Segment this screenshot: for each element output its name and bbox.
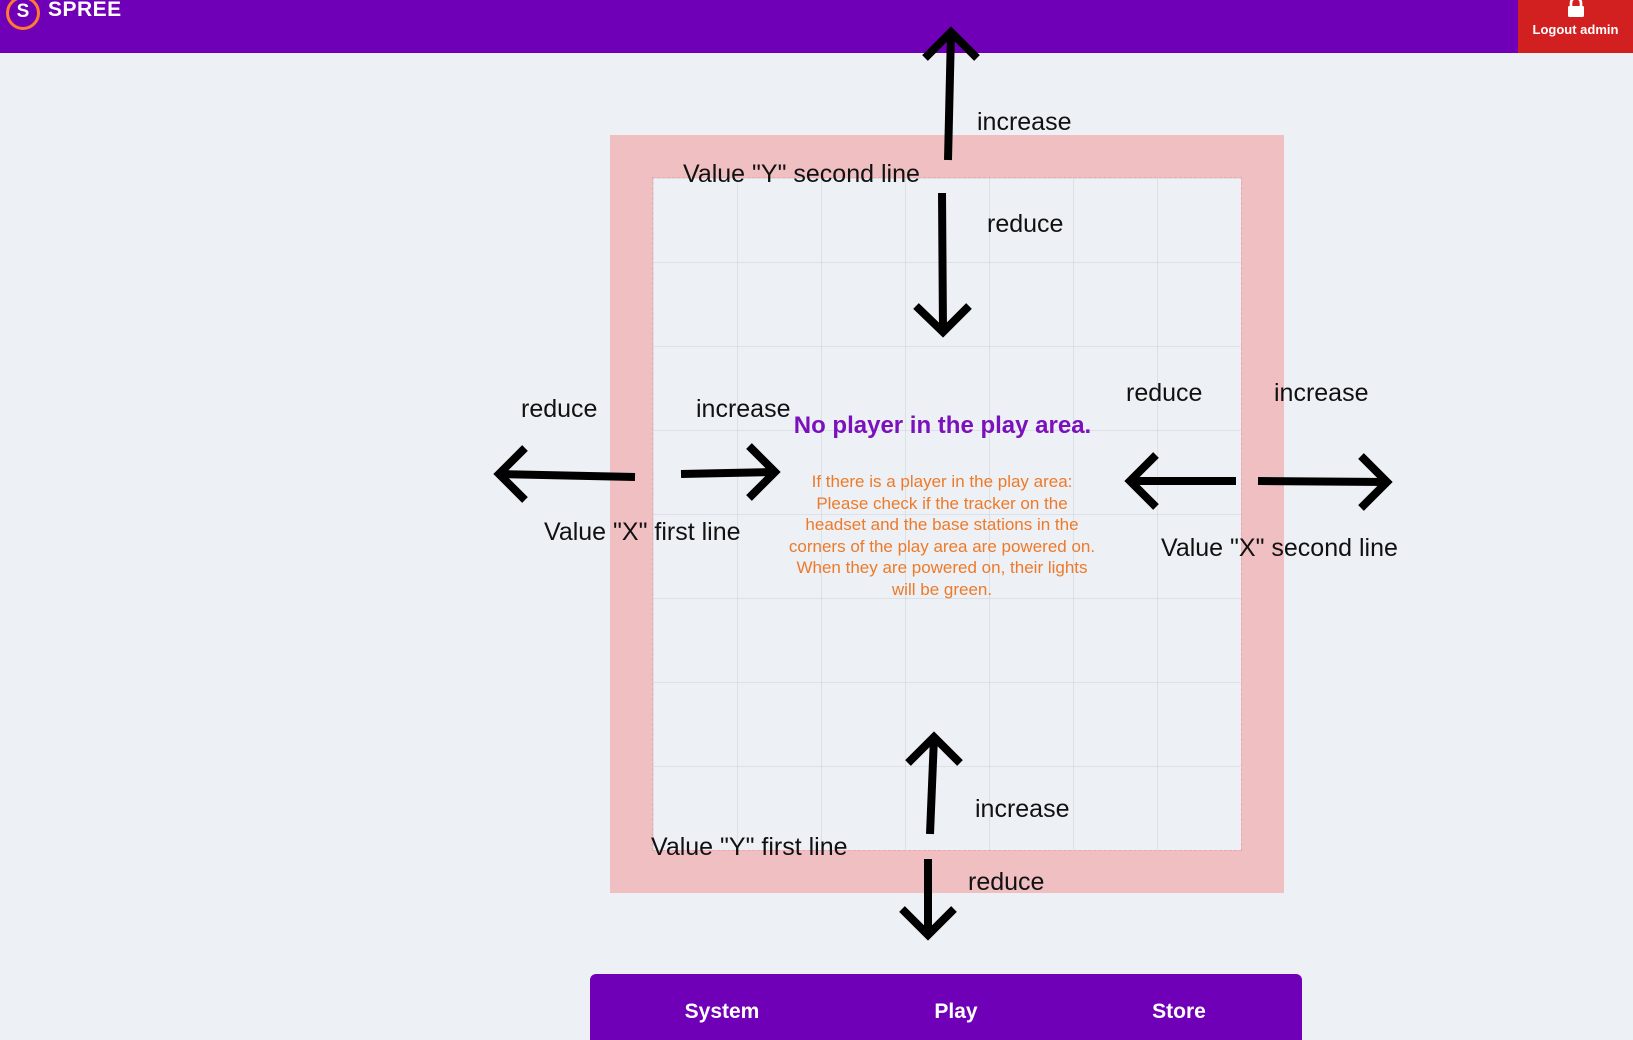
top-reduce-label: reduce xyxy=(987,210,1064,238)
info-line: If there is a player in the play area: xyxy=(811,472,1073,491)
logout-label: Logout admin xyxy=(1532,22,1619,37)
play-area xyxy=(652,177,1242,851)
info-line: will be green. xyxy=(891,579,993,599)
no-player-message: No player in the play area. xyxy=(793,412,1092,439)
info-line: corners of the play area are powered on. xyxy=(788,536,1096,556)
top-bar: S SPREE Logout admin xyxy=(0,0,1633,53)
logout-button[interactable]: Logout admin xyxy=(1518,0,1633,53)
arrow-bottom-down-icon xyxy=(899,859,957,941)
info-line: When they are powered on, their lights xyxy=(796,558,1088,578)
y-second-line-label: Value "Y" second line xyxy=(683,160,920,188)
arrow-top-down-icon xyxy=(913,192,972,338)
arrow-right-inward-icon xyxy=(1124,452,1236,510)
lock-icon xyxy=(1568,0,1584,17)
arrow-bottom-up-icon xyxy=(905,731,963,835)
nav-play[interactable]: Play xyxy=(934,1000,978,1023)
arrow-top-up-icon xyxy=(922,26,980,161)
right-reduce-label: reduce xyxy=(1126,379,1203,407)
nav-store[interactable]: Store xyxy=(1152,1000,1206,1023)
y-first-line-label: Value "Y" first line xyxy=(651,833,848,861)
left-increase-label: increase xyxy=(696,395,791,423)
top-increase-label: increase xyxy=(977,108,1072,136)
right-increase-label: increase xyxy=(1274,379,1369,407)
left-reduce-label: reduce xyxy=(521,395,598,423)
bottom-increase-label: increase xyxy=(975,795,1070,823)
arrow-left-outward-icon xyxy=(493,445,636,503)
player-info-text: If there is a player in the play area: P… xyxy=(747,471,1137,601)
logo-text: SPREE xyxy=(48,0,122,21)
bottom-nav: System Play Store xyxy=(590,974,1302,1040)
nav-system[interactable]: System xyxy=(684,1000,760,1023)
logo: S SPREE xyxy=(6,0,122,30)
info-line: Please check if the tracker on the xyxy=(816,493,1068,513)
bottom-reduce-label: reduce xyxy=(968,868,1045,896)
logo-badge: S xyxy=(6,0,40,30)
x-first-line-label: Value "X" first line xyxy=(544,518,741,546)
x-second-line-label: Value "X" second line xyxy=(1161,534,1398,562)
arrow-right-outward-icon xyxy=(1257,453,1393,511)
info-line: headset and the base stations in the xyxy=(805,515,1079,535)
arrow-left-inward-icon xyxy=(680,443,781,501)
